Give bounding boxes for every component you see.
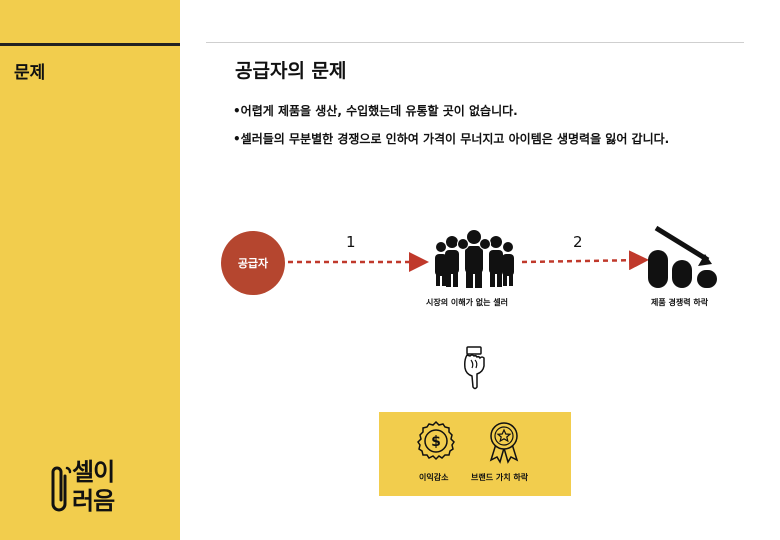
logo-line-1: 셀이 bbox=[72, 458, 115, 486]
header-divider bbox=[206, 42, 744, 43]
award-ribbon-icon bbox=[489, 422, 519, 464]
page-title: 공급자의 문제 bbox=[235, 60, 347, 82]
bullet-point: •셀러들의 무분별한 경쟁으로 인하여 가격이 무너지고 아이템은 생명력을 잃… bbox=[233, 132, 670, 146]
pointing-hand-icon bbox=[464, 346, 485, 390]
step-label-2: 2 bbox=[573, 233, 583, 251]
declining-bars-icon bbox=[648, 225, 717, 288]
logo-line-2: 러음 bbox=[72, 487, 115, 515]
paperclip-logo-icon bbox=[51, 466, 72, 512]
svg-text:$: $ bbox=[431, 434, 441, 450]
sidebar: 문제 셀이 러음 bbox=[0, 0, 180, 540]
brand-caption: 브랜드 가치 하락 bbox=[471, 473, 529, 482]
step-label-1: 1 bbox=[346, 233, 356, 251]
supplier-node: 공급자 bbox=[221, 231, 285, 295]
logo-text: 셀이 러음 bbox=[72, 458, 115, 516]
flow-arrow-2 bbox=[521, 250, 649, 271]
sidebar-divider bbox=[0, 43, 180, 46]
people-group-icon bbox=[435, 230, 514, 288]
section-title: 문제 bbox=[14, 63, 46, 83]
dollar-coin-icon: $ bbox=[417, 420, 455, 461]
profit-caption: 이익감소 bbox=[419, 473, 449, 482]
brand-logo: 셀이 러음 bbox=[50, 458, 132, 520]
sellers-caption: 시장의 이해가 없는 셀러 bbox=[426, 298, 508, 307]
bullet-point: •어렵게 제품을 생산, 수입했는데 유통할 곳이 없습니다. bbox=[233, 104, 518, 118]
result-panel: $ 이익감소 브랜드 가치 하락 bbox=[379, 412, 571, 496]
decline-caption: 제품 경쟁력 하락 bbox=[651, 298, 709, 307]
